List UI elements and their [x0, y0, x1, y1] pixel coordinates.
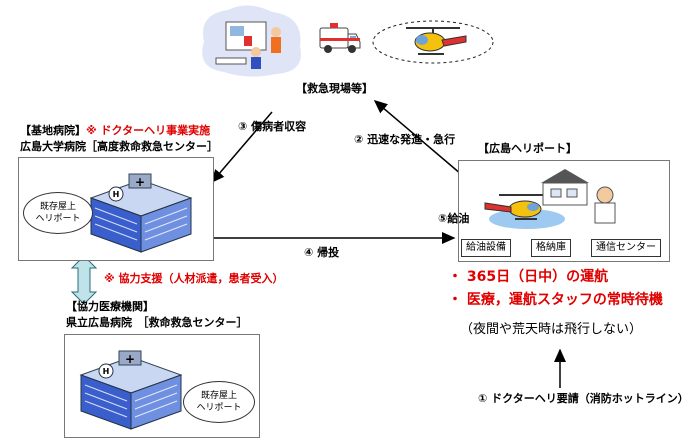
helicopter-flight-icon [372, 20, 494, 64]
ambulance-icon [319, 23, 361, 53]
base-hospital-box: + H 既存屋上 ヘリポート [18, 157, 214, 261]
base-bubble-line2: ヘリポート [35, 214, 81, 224]
facility-comm-center: 通信センター [591, 239, 661, 257]
partner-building-icon: + H [79, 350, 183, 430]
facility-fuel: 給油設備 [461, 239, 511, 257]
scene-label: 【救急現場等】 [296, 82, 373, 95]
dispatch-arrow [373, 100, 469, 181]
base-hospital-header-prefix: 【基地病院】 [20, 124, 86, 137]
partner-bubble-line1: 既存屋上 [200, 391, 237, 401]
dispatch-label: ② 迅速な発進・急行 [354, 133, 456, 146]
transport-arrow [211, 111, 273, 184]
base-rooftop-bubble: 既存屋上 ヘリポート [23, 192, 93, 234]
base-hospital-header-note: ※ ドクターヘリ事業実施 [86, 124, 211, 137]
svg-text:H: H [113, 190, 120, 199]
support-label: ※ 協力支援（人材派遣，患者受入） [104, 272, 284, 285]
heliport-illustration [484, 169, 616, 229]
partner-name: 県立広島病院 ［救命救急センター］ [66, 316, 248, 329]
partner-rooftop-bubble: 既存屋上 ヘリポート [183, 381, 255, 423]
partner-header: 【協力医療機関】 [66, 300, 154, 313]
base-bubble-line1: 既存屋上 [39, 202, 76, 212]
partner-bubble-line2: ヘリポート [196, 403, 242, 413]
facility-hangar: 格納庫 [531, 239, 571, 257]
operations-line2: ・ 医療，運航スタッフの常時待機 [448, 292, 663, 308]
svg-text:+: + [125, 352, 135, 366]
heliport-box: 給油設備 格納庫 通信センター [458, 160, 670, 262]
hotline-request: ① ドクターヘリ要請（消防ホットライン） [478, 392, 689, 405]
heliport-header: 【広島ヘリポート】 [478, 142, 577, 155]
svg-text:H: H [103, 367, 110, 376]
base-hospital-header: 【基地病院】※ ドクターヘリ事業実施 [20, 124, 210, 137]
return-label: ④ 帰投 [304, 246, 340, 259]
refuel-label: ⑤給油 [438, 212, 470, 225]
operations-line1: ・ 365日（日中）の運航 [448, 269, 609, 285]
transport-label: ③ 傷病者収容 [238, 120, 307, 133]
hospital-building-icon: + H [89, 173, 193, 253]
operations-note: （夜間や荒天時は飛行しない） [460, 322, 643, 337]
support-double-arrow [70, 255, 98, 305]
emergency-scene-illustration [202, 5, 301, 77]
svg-text:+: + [135, 175, 145, 189]
partner-hospital-box: + H 既存屋上 ヘリポート [64, 334, 260, 438]
base-hospital-name: 広島大学病院［高度救命救急センター］ [20, 140, 218, 153]
